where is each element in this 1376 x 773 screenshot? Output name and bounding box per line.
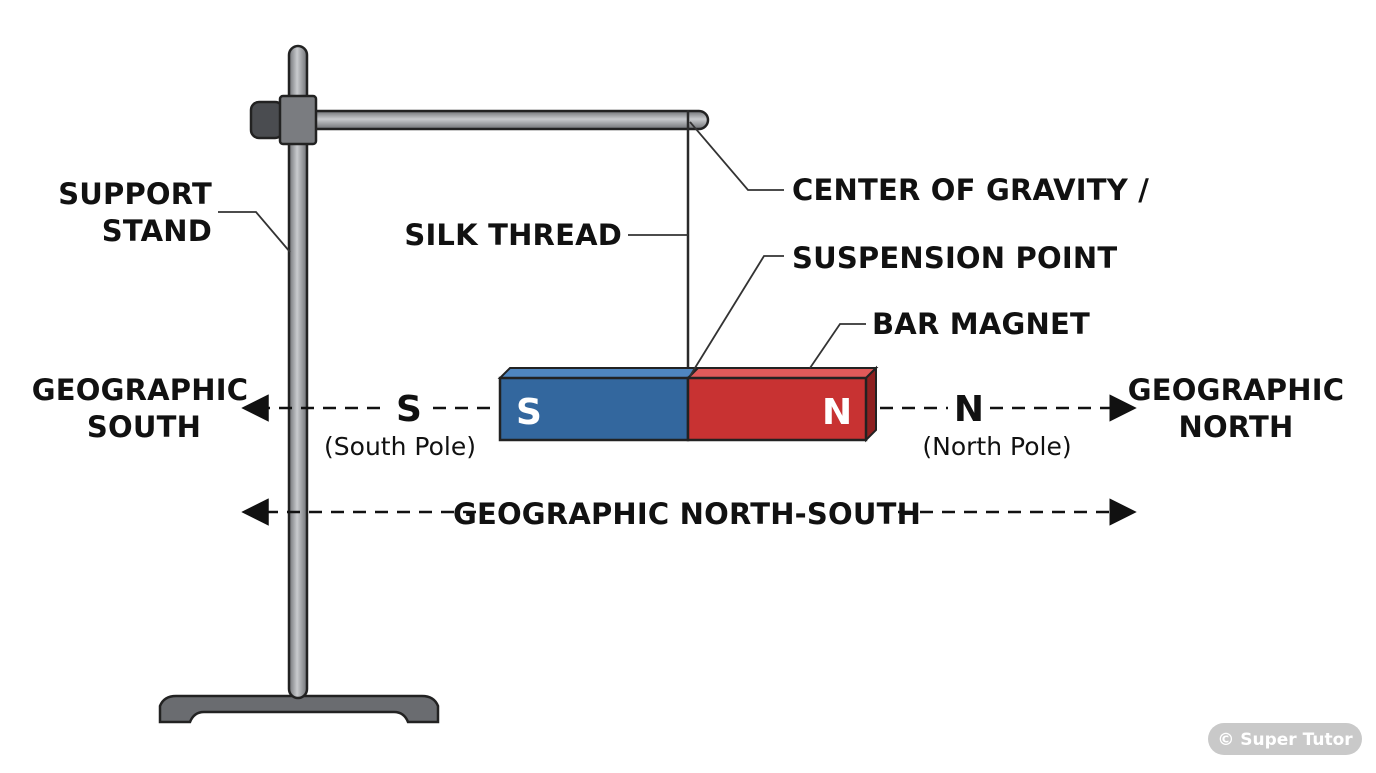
stand-base <box>158 694 440 724</box>
magnet-south-half <box>498 376 690 442</box>
leader-suspension-point <box>689 255 784 377</box>
geographic-south-label-line1: GEOGRAPHIC <box>32 373 248 407</box>
watermark-badge <box>1208 723 1362 755</box>
north-letter: N <box>954 389 984 430</box>
support-stand-label-line2: STAND <box>102 214 212 248</box>
leader-support-stand <box>218 211 291 253</box>
magnet-north-letter: N <box>822 392 852 433</box>
clamp-knob <box>249 100 285 140</box>
geographic-north-label-line2: NORTH <box>1178 410 1293 444</box>
geographic-south-label-line2: SOUTH <box>87 410 201 444</box>
stand-arm <box>298 109 710 131</box>
bar-magnet: S N <box>497 365 879 443</box>
geographic-north-south-label: GEOGRAPHIC NORTH-SOUTH <box>453 497 921 531</box>
stand-rod <box>287 44 309 700</box>
leader-center-of-gravity <box>689 121 784 191</box>
support-stand-label-line1: SUPPORT <box>58 177 212 211</box>
south-pole-label: (South Pole) <box>324 432 476 461</box>
geographic-north-label-line1: GEOGRAPHIC <box>1128 373 1344 407</box>
leader-bar-magnet <box>809 323 866 369</box>
magnet-north-half <box>686 376 868 442</box>
center-of-gravity-label: CENTER OF GRAVITY / <box>792 173 1149 207</box>
north-pole-label: (North Pole) <box>922 432 1071 461</box>
suspension-point-label: SUSPENSION POINT <box>792 241 1117 275</box>
silk-thread-label: SILK THREAD <box>404 218 622 252</box>
clamp-block <box>278 94 318 146</box>
magnet-south-letter: S <box>516 392 542 433</box>
south-letter: S <box>396 389 422 430</box>
bar-magnet-label: BAR MAGNET <box>872 307 1090 341</box>
watermark-text: © Super Tutor <box>1217 730 1353 750</box>
